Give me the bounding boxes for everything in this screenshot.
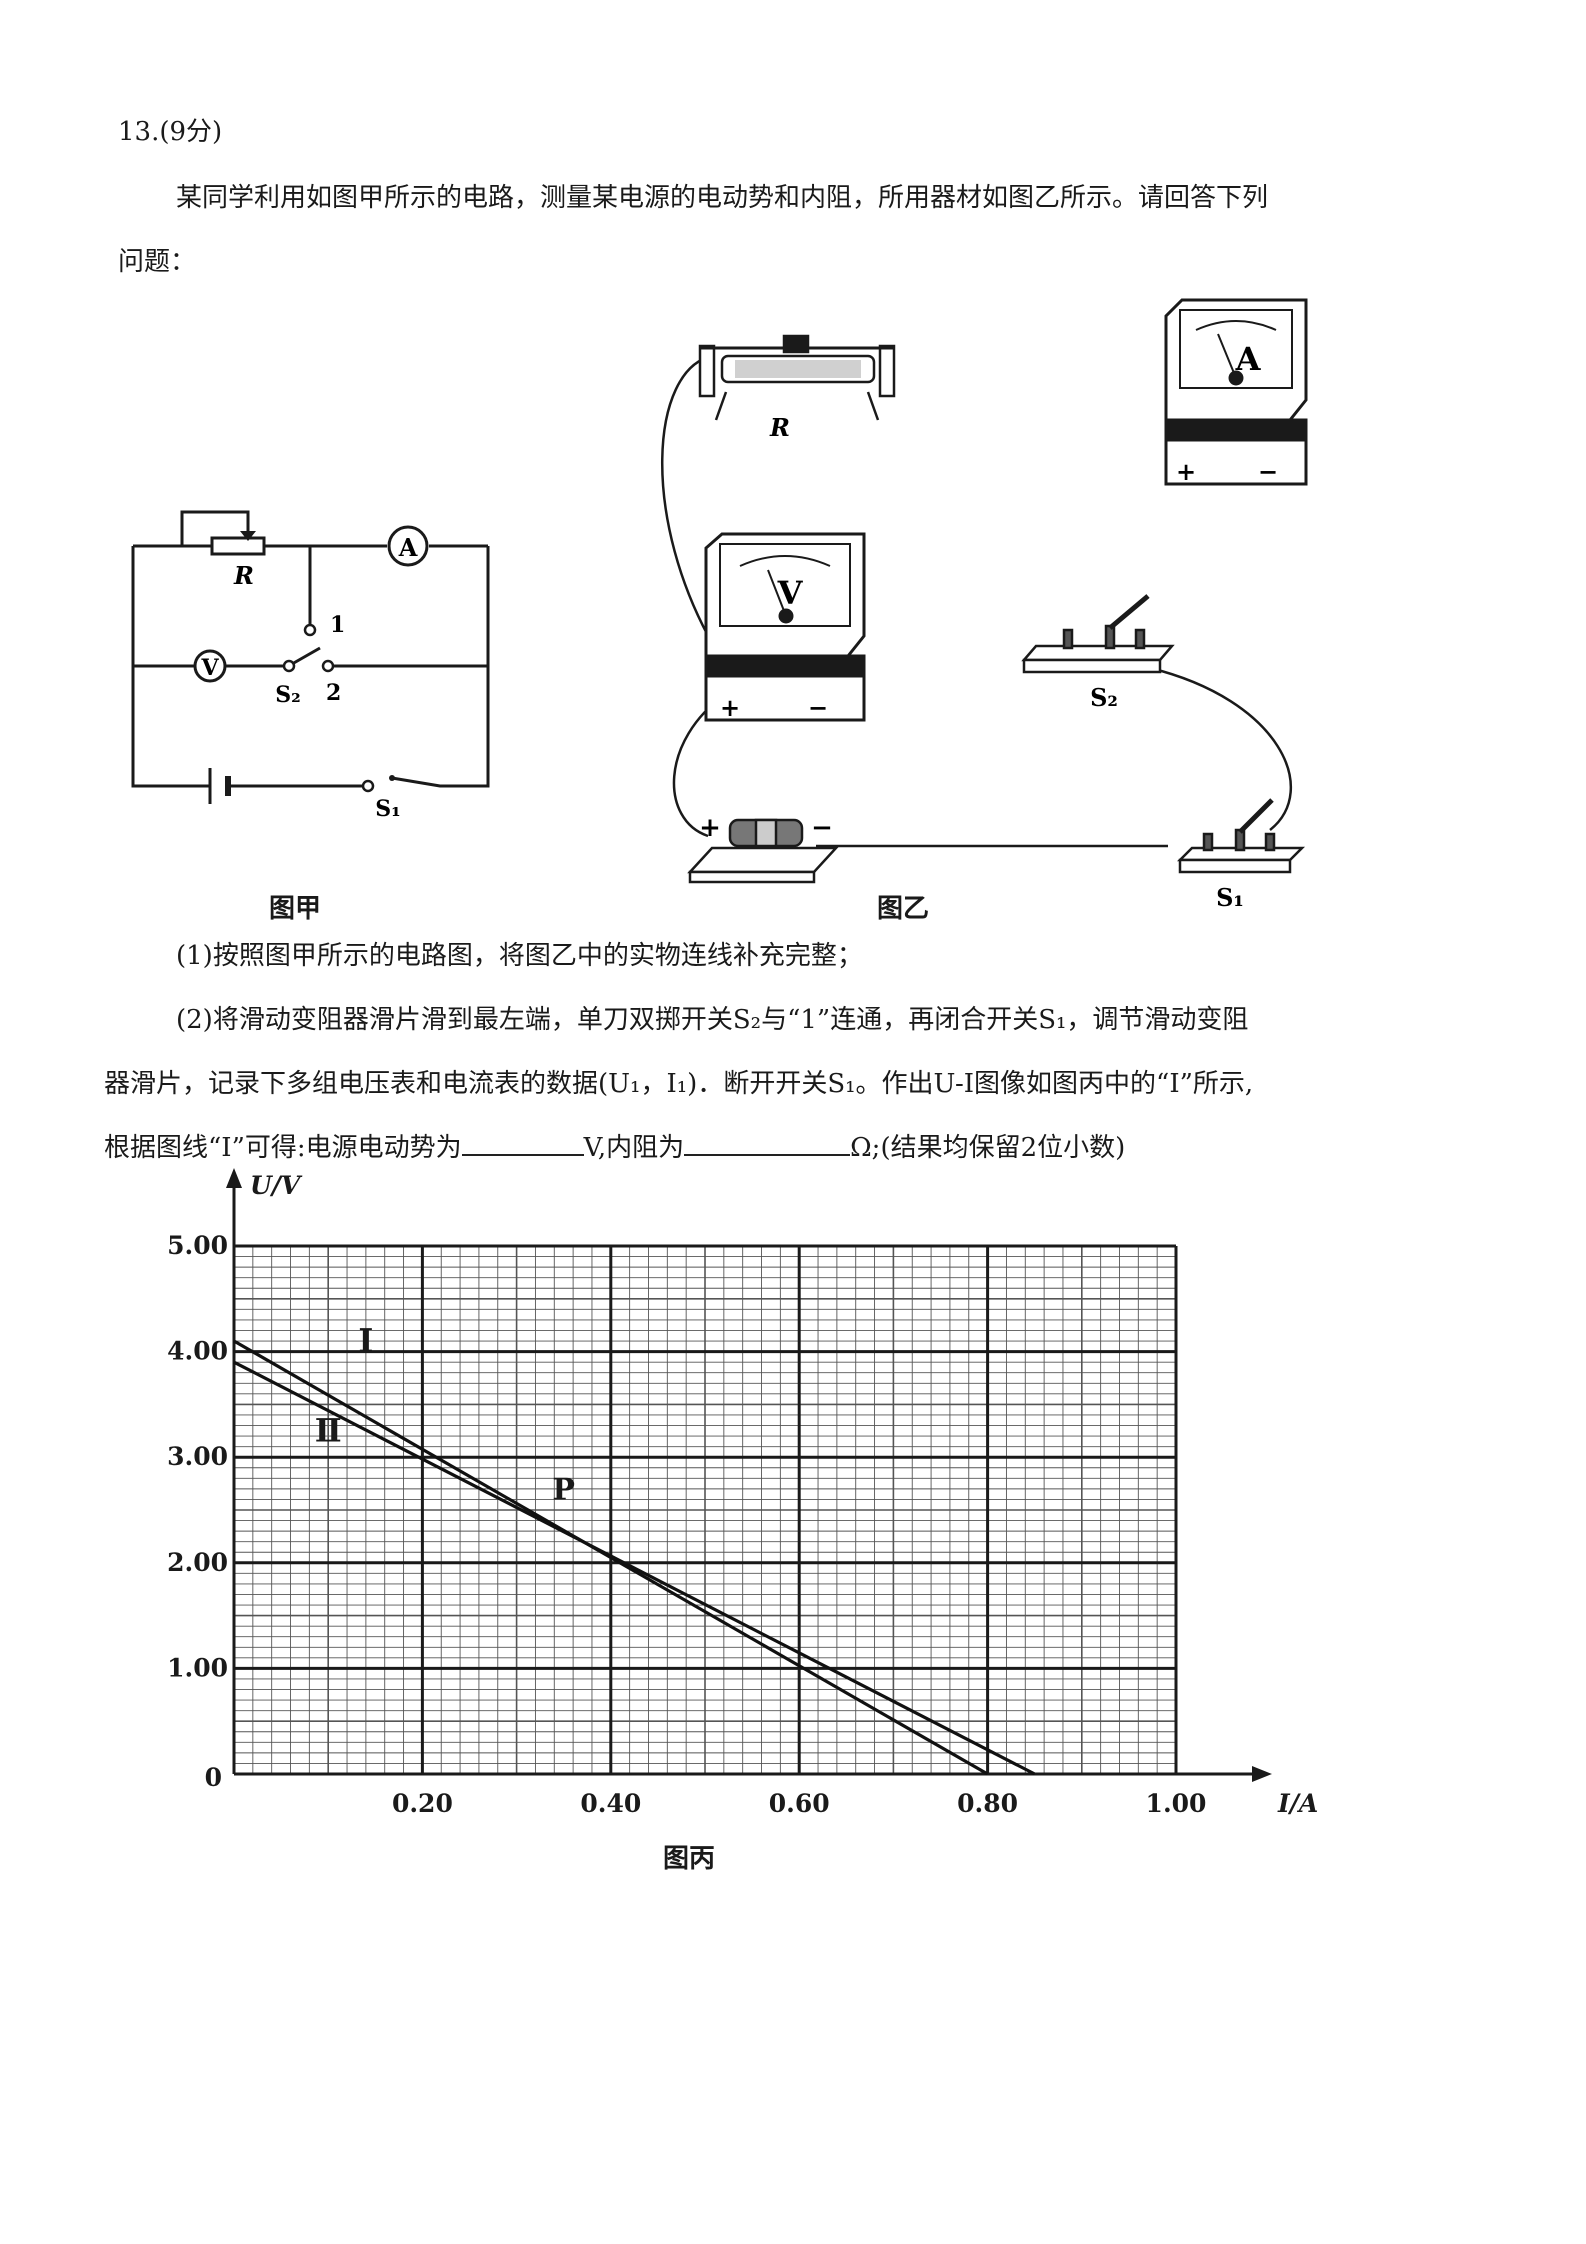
circuit-s1-label: S₁ — [375, 796, 401, 822]
figure-jia-caption: 图甲 — [268, 894, 321, 924]
part2-line-3c: Ω;(结果均保留2位小数) — [850, 1133, 1126, 1163]
graph-series: I Ⅱ P — [233, 1322, 1036, 1776]
part1-text: (1)按照图甲所示的电路图，将图乙中的实物连线补充完整； — [176, 941, 863, 971]
apparatus-ammeter-label: A — [1235, 340, 1262, 378]
graph-tick-labels: 0.20 0.40 0.60 0.80 1.00 1.00 2.00 3.00 4.00 5.00… — [167, 1171, 1318, 1818]
x-tick-label: 0.40 — [580, 1789, 641, 1818]
apparatus-voltmeter-label: V — [777, 574, 804, 612]
circuit-s2-label: S₂ — [275, 682, 301, 708]
x-axis-arrow — [1252, 1766, 1272, 1782]
part2-line-2: 器滑片，记录下多组电压表和电流表的数据(U₁，I₁)．断开开关S₁。作出U-I图… — [104, 1069, 1254, 1099]
apparatus-s2-label: S₂ — [1090, 683, 1118, 712]
part2-line-1: (2)将滑动变阻器滑片滑到最左端，单刀双掷开关S₂与“1”连通，再闭合开关S₁，… — [176, 1005, 1249, 1035]
x-tick-label: 0.60 — [769, 1789, 830, 1818]
x-tick-label: 0.80 — [957, 1789, 1018, 1818]
apparatus-switch-s1 — [1176, 798, 1306, 874]
circuit-s1-contact — [389, 775, 395, 781]
apparatus-voltmeter — [704, 532, 866, 722]
circuit-pos2-label: 2 — [326, 680, 341, 706]
figure-yi-caption: 图乙 — [876, 894, 929, 924]
apparatus-r-label: R — [769, 413, 790, 442]
circuit-ammeter-label: A — [398, 533, 418, 562]
circuit-s1-pivot — [361, 779, 375, 793]
apparatus-s1-label: S₁ — [1216, 883, 1244, 912]
circuit-s2-contact-2 — [321, 659, 335, 673]
annotation-label: P — [552, 1472, 575, 1507]
circuit-s2-pivot — [282, 659, 296, 673]
y-tick-label: 5.00 — [167, 1231, 228, 1260]
apparatus-switch-s2 — [1021, 594, 1175, 674]
part2-line-3a: 根据图线“I”可得:电源电动势为 — [104, 1133, 462, 1163]
circuit-ammeter-icon — [387, 525, 429, 567]
resistance-answer-blank[interactable] — [684, 1126, 851, 1156]
part2-line-3: 根据图线“I”可得:电源电动势为 V,内阻为 Ω;(结果均保留2位小数) — [104, 1126, 1125, 1166]
emf-answer-blank[interactable] — [461, 1126, 584, 1156]
series-name-label: I — [358, 1322, 373, 1360]
y-tick-label: 3.00 — [167, 1442, 228, 1471]
y-tick-label: 1.00 — [167, 1653, 228, 1682]
circuit-r-label: R — [233, 561, 254, 590]
x-tick-label: 1.00 — [1146, 1789, 1207, 1818]
apparatus-voltmeter-minus: − — [808, 693, 828, 722]
y-tick-label: 2.00 — [167, 1548, 228, 1577]
series-line-2 — [233, 1360, 1036, 1776]
series-name-label: Ⅱ — [315, 1411, 342, 1449]
apparatus-ammeter-minus: − — [1258, 457, 1278, 486]
part2-line-3b: V,内阻为 — [583, 1133, 685, 1163]
figure-bing-caption: 图丙 — [662, 1844, 715, 1874]
circuit-voltmeter-icon — [193, 649, 227, 683]
intro-line-1: 某同学利用如图甲所示的电路，测量某电源的电动势和内阻，所用器材如图乙所示。请回答… — [176, 183, 1269, 213]
graph-axes — [226, 1168, 1272, 1782]
apparatus-ammeter — [1164, 298, 1308, 486]
circuit-s2-contact-1 — [303, 623, 317, 637]
apparatus-battery-plus: + — [699, 813, 721, 843]
y-tick-label: 4.00 — [167, 1337, 228, 1366]
question-header: 13.(9分) — [118, 117, 223, 147]
apparatus-rheostat — [698, 334, 896, 421]
circuit-rheostat — [210, 536, 266, 556]
apparatus-battery — [687, 818, 839, 884]
apparatus-ammeter-plus: + — [1176, 457, 1196, 486]
apparatus-battery-minus: − — [811, 813, 833, 843]
y-axis-arrow — [226, 1168, 242, 1188]
origin-label: 0 — [205, 1763, 222, 1792]
x-tick-label: 0.20 — [392, 1789, 453, 1818]
x-axis-label: I/A — [1277, 1789, 1318, 1818]
intro-line-2: 问题： — [118, 247, 197, 277]
circuit-pos1-label: 1 — [330, 612, 345, 638]
circuit-voltmeter-label: V — [200, 655, 219, 681]
graph-minor-grid — [234, 1246, 1176, 1774]
y-axis-label: U/V — [250, 1171, 303, 1200]
apparatus-voltmeter-plus: + — [720, 693, 740, 722]
